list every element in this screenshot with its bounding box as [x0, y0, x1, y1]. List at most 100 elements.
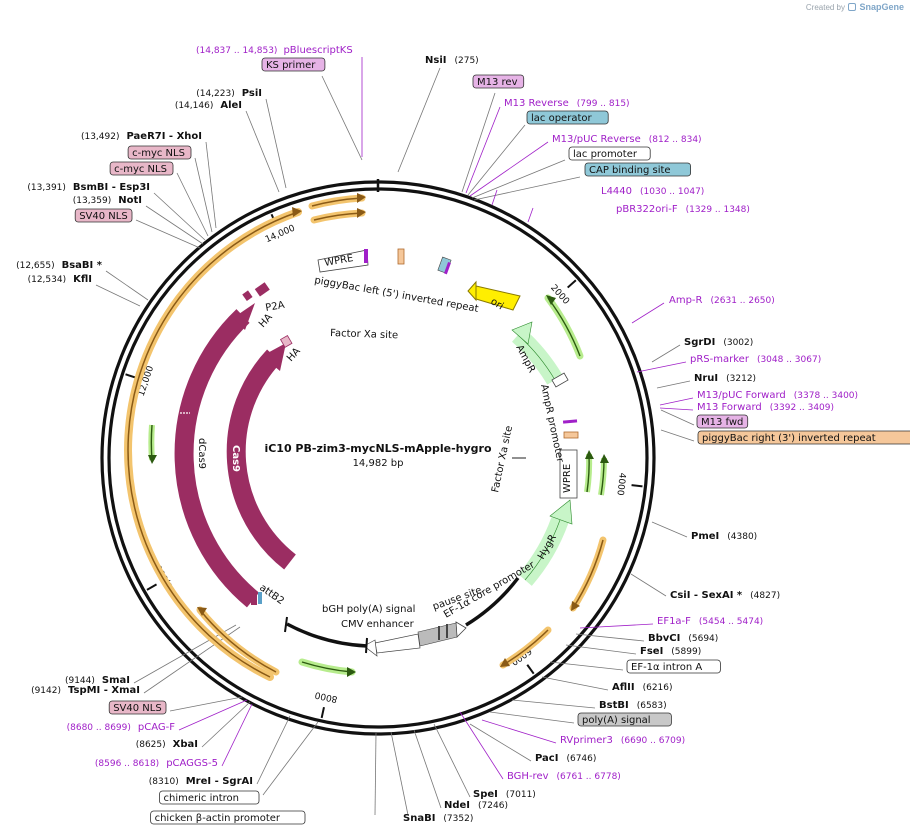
feature-position: (7011)	[506, 790, 536, 800]
feature-label-ks-primer[interactable]: KS primer	[261, 57, 326, 72]
feature-label-m13pucf[interactable]: M13/pUC Forward(3378 .. 3400)	[697, 390, 858, 401]
feature-name: BstBI	[599, 700, 629, 711]
feature-label-aflii[interactable]: AflII(6216)	[612, 682, 673, 693]
leader-line	[153, 192, 206, 241]
svg-text:(8596 .. 8618)pCAGGS-5: (8596 .. 8618)pCAGGS-5	[95, 758, 218, 769]
feature-box	[526, 110, 609, 125]
feature-label-pbr322[interactable]: pBR322ori-F(1329 .. 1348)	[616, 204, 750, 215]
feature-label-rvprimer3[interactable]: RVprimer3(6690 .. 6709)	[560, 735, 685, 746]
feature-label-m13puc[interactable]: M13/pUC Reverse(812 .. 834)	[552, 134, 702, 145]
feature-position: (6583)	[637, 701, 667, 711]
feature-label-paer7i[interactable]: (13,492)PaeR7I - XhoI	[81, 131, 202, 142]
svg-text:(12,655)BsaBI *: (12,655)BsaBI *	[16, 260, 103, 271]
feature-label-snabi[interactable]: SnaBI(7352)	[403, 813, 473, 824]
feature-label-nrui[interactable]: NruI(3212)	[694, 373, 756, 384]
bgh-label: bGH poly(A) signal	[322, 604, 415, 615]
feature-name: PmeI	[691, 531, 719, 542]
svg-text:RVprimer3(6690 .. 6709): RVprimer3(6690 .. 6709)	[560, 735, 685, 746]
feature-label-ef1a-intron[interactable]: EF-1α intron A	[626, 659, 721, 674]
svg-text:SgrDI(3002): SgrDI (3002)	[684, 337, 753, 348]
feature-label-fsei[interactable]: FseI(5899)	[640, 646, 701, 657]
feature-name: AflII	[612, 682, 635, 693]
feature-label-sv40nls2[interactable]: SV40 NLS	[108, 700, 167, 715]
feature-label-xbai[interactable]: (8625)XbaI	[136, 739, 198, 750]
leader-line	[459, 711, 504, 780]
leader-line	[194, 157, 213, 233]
feature-name: EF1a-F	[657, 616, 691, 627]
leader-line	[511, 699, 596, 709]
svg-text:(14,146)AleI: (14,146)AleI	[175, 100, 242, 111]
feature-label-noti[interactable]: (13,359)NotI	[73, 195, 142, 206]
leader-line	[262, 721, 319, 796]
feature-name: TspMI - XmaI	[68, 685, 140, 696]
feature-name: FseI	[640, 646, 663, 657]
feature-box	[626, 659, 721, 674]
svg-text:EF1a-F(5454 .. 5474): EF1a-F (5454 .. 5474)	[657, 616, 763, 627]
feature-label-sgrdi[interactable]: SgrDI (3002)	[684, 337, 753, 348]
feature-label-bghrev[interactable]: BGH-rev(6761 .. 6778)	[507, 771, 621, 782]
credit-prefix: Created by	[805, 3, 846, 12]
feature-name: SgrDI	[684, 337, 715, 348]
feature-position: (5454 .. 5474)	[699, 617, 763, 627]
feature-label-pbluescriptks[interactable]: (14,837 .. 14,853)pBluescriptKS	[196, 45, 353, 56]
svg-text:M13/pUC Reverse(812 .. 834): M13/pUC Reverse(812 .. 834)	[552, 134, 702, 145]
feature-label-m13rev[interactable]: M13 rev	[472, 74, 525, 89]
feature-box	[159, 790, 260, 805]
leader-line	[256, 715, 291, 785]
leader-line	[321, 75, 363, 161]
feature-label-l4440[interactable]: L4440(1030 .. 1047)	[601, 186, 704, 197]
feature-label-sv40nls[interactable]: SV40 NLS	[74, 208, 133, 223]
feature-label-m13f[interactable]: M13 Forward(3392 .. 3409)	[697, 402, 834, 413]
feature-name: NdeI	[444, 800, 470, 811]
feature-label-ampr-p[interactable]: Amp-R(2631 .. 2650)	[669, 295, 775, 306]
feature-label-cap[interactable]: CAP binding site	[584, 162, 691, 177]
feature-label-psii[interactable]: (14,223)PsiI	[196, 88, 262, 99]
leader-line	[467, 124, 526, 196]
feature-label-cmyc2[interactable]: c-myc NLS	[109, 161, 174, 176]
feature-label-meri[interactable]: (8310)MreI - SgrAI	[149, 776, 253, 787]
svg-text:NdeI(7246): NdeI(7246)	[444, 800, 508, 811]
feature-name: c-myc NLS	[114, 164, 167, 175]
feature-label-lacprom[interactable]: lac promoter	[568, 146, 651, 161]
feature-label-pcagf[interactable]: (8680 .. 8699)pCAG-F	[67, 722, 176, 733]
feature-position: (8680 .. 8699)	[67, 723, 131, 733]
feature-label-bbvci[interactable]: BbvCI(5694)	[648, 633, 718, 644]
feature-label-smai[interactable]: (9144)SmaI	[65, 675, 130, 686]
feature-name: CsiI - SexAI *	[670, 590, 743, 601]
feature-label-paci[interactable]: PacI(6746)	[535, 753, 596, 764]
svg-text:NsiI(275): NsiI(275)	[425, 55, 479, 66]
feature-label-ef1af[interactable]: EF1a-F (5454 .. 5474)	[657, 616, 763, 627]
svg-text:(8310)MreI - SgrAI: (8310)MreI - SgrAI	[149, 776, 253, 787]
feature-label-lacop[interactable]: lac operator	[526, 110, 609, 125]
feature-label-m13reverse[interactable]: M13 Reverse(799 .. 815)	[504, 98, 630, 109]
feature-name: NruI	[694, 373, 718, 384]
feature-label-pcaggs5[interactable]: (8596 .. 8618)pCAGGS-5	[95, 758, 218, 769]
feature-name: SV40 NLS	[79, 211, 128, 222]
feature-label-spei[interactable]: SpeI(7011)	[473, 789, 536, 800]
feature-label-bsmbi[interactable]: (13,391)BsmBI - Esp3I	[27, 182, 150, 193]
svg-text:BGH-rev(6761 .. 6778): BGH-rev(6761 .. 6778)	[507, 771, 621, 782]
feature-position: (3392 .. 3409)	[770, 403, 834, 413]
feature-label-bsabi[interactable]: (12,655)BsaBI *	[16, 260, 103, 271]
leader-line	[527, 207, 534, 223]
feature-label-m13fwd[interactable]: M13 fwd	[696, 414, 749, 429]
feature-label-kfli[interactable]: (12,534)KflI	[28, 274, 92, 285]
feature-label-tspmi[interactable]: (9142)TspMI - XmaI	[31, 685, 140, 696]
feature-label-pbright[interactable]: piggyBac right (3') inverted repeat	[697, 430, 910, 445]
feature-label-bstbi[interactable]: BstBI (6583)	[599, 700, 667, 711]
feature-label-alei[interactable]: (14,146)AleI	[175, 100, 242, 111]
feature-label-nsi[interactable]: NsiI(275)	[425, 55, 479, 66]
leader-line	[549, 661, 624, 671]
credit-brand: SnapGene	[859, 2, 904, 12]
feature-label-chimeric[interactable]: chimeric intron	[159, 790, 260, 805]
feature-label-prs[interactable]: pRS-marker(3048 .. 3067)	[690, 354, 821, 365]
feature-label-chickenactin[interactable]: chicken β-actin promoter	[150, 810, 306, 825]
feature-position: (8596 .. 8618)	[95, 759, 159, 769]
tick-mark	[526, 664, 535, 675]
feature-label-pmei[interactable]: PmeI(4380)	[691, 531, 757, 542]
feature-position: (3002)	[723, 338, 753, 348]
feature-label-polya[interactable]: poly(A) signal	[577, 712, 672, 727]
feature-label-csii[interactable]: CsiI - SexAI *(4827)	[670, 590, 780, 601]
feature-label-ndei[interactable]: NdeI(7246)	[444, 800, 508, 811]
feature-label-cmyc1[interactable]: c-myc NLS	[127, 145, 192, 160]
